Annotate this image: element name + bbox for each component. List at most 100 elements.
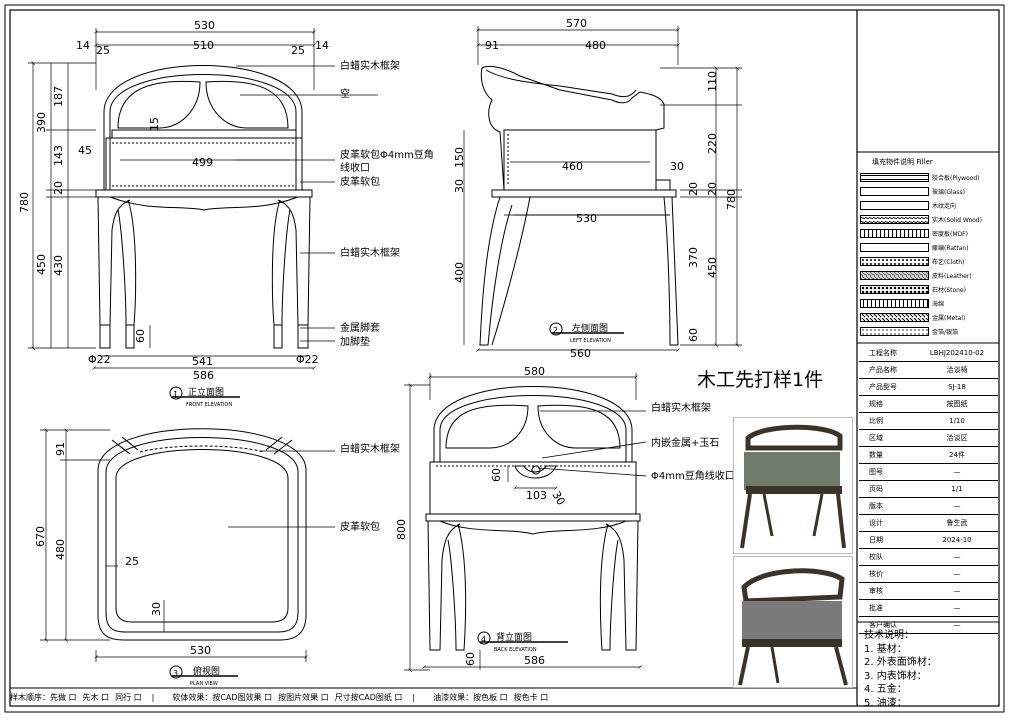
front-elevation [95,65,313,349]
dim: 30 [670,160,684,173]
back-dimensions [404,373,640,670]
plan-dimensions [40,430,306,662]
legend-row: 海绵 [860,296,998,310]
tech-heading: 技术说明： [864,630,914,641]
dim: 20 [52,181,65,195]
tech-line: 5. 油漆： [864,697,907,709]
note-back-inlay: 内嵌金属+玉石 [651,436,719,449]
dim: 103 [526,489,547,502]
dim: 60 [134,329,147,343]
plan-leaders [228,450,335,528]
view-subtitle: PLAN VIEW [190,681,218,687]
info-key: 图号 [869,468,883,476]
dim: 187 [52,86,65,107]
note-foot-pad: 加脚垫 [340,335,370,348]
bottom-option: 尺寸按CAD图纸 口 [334,693,403,702]
back-leaders [537,410,647,477]
plan-notes: 白蜡实木框架 皮革软包 [340,442,400,533]
info-value: SJ-18 [948,383,966,391]
dim: 370 [687,247,700,268]
info-value: 2024-10 [942,536,972,544]
dim-front-height: 780 [18,192,31,213]
view-title: 正立面图 [188,386,224,398]
view-number: 2 [553,326,558,335]
note-frame-leg: 白蜡实木框架 [340,246,400,259]
info-row: 版本— [859,498,998,515]
dim: 480 [54,539,67,560]
dim-back-width: 580 [524,365,545,378]
side-dimensions [463,26,742,350]
dim: 91 [54,442,67,456]
legend-label: 石材(Stone) [932,286,967,294]
info-key: 数量 [869,451,883,459]
legend-label: 密度板(MDF) [932,230,968,238]
legend-row: 石材(Stone) [860,282,998,296]
legend-row: 玻璃(Glass) [860,184,998,198]
legend-row: 金箔/银箔 [860,324,998,338]
legend-row: 皮料(Leather) [860,268,998,282]
legend-row: 藤编(Rattan) [860,240,998,254]
dim-front-width: 530 [194,19,215,32]
legend-row: 布艺(Cloth) [860,254,998,268]
dim: 586 [524,654,545,667]
dim: 25 [96,44,110,57]
info-value: LBHJ202410-02 [929,349,985,357]
note-frame-top: 白蜡实木框架 [340,59,400,72]
back-dim-labels: 580 800 60 103 30 60 586 [395,365,568,667]
dim: 110 [706,71,719,92]
legend-label: 实木(Solid Wood) [932,216,982,224]
tech-line: 2. 外表面饰材： [864,657,937,668]
bottom-options-bar: 样木顺序：先做 口先木 口同行 口|软体效果：按CAD图效果 口按图片效果 口尺… [10,689,847,706]
legend-swatch [860,242,929,252]
legend-label: 玻璃(Glass) [932,188,965,196]
dim: 20 [687,182,700,196]
view-number: 3 [173,669,178,678]
info-value: — [953,604,961,612]
dim: 30 [549,489,567,508]
view-title: 背立面图 [496,631,532,643]
dim: 150 [453,147,466,168]
legend-swatch [860,256,929,266]
dim: 450 [35,254,48,275]
dim: 541 [192,355,213,368]
view-title: 左侧面图 [572,322,608,334]
dim: 480 [585,39,606,52]
chair-photo-2 [733,556,853,688]
note-empty: 空 [340,87,350,100]
legend-swatch [860,298,929,308]
bottom-option: 按图片效果 口 [278,693,329,702]
view-subtitle: FRONT ELEVATION [186,402,232,408]
dim: 143 [52,145,65,166]
legend-swatch [860,200,929,210]
info-value: 洽谈区 [946,434,968,442]
dim: 45 [78,144,92,157]
note-plan-soft: 皮革软包 [340,520,380,533]
dim: 25 [125,555,139,568]
note-plan-frame: 白蜡实木框架 [340,442,400,455]
info-value: 24件 [949,451,965,459]
view-number: 4 [481,635,486,644]
front-dim-labels: 530 14 25 510 25 14 187 390 15 143 45 49… [18,19,329,382]
legend-label: 布艺(Cloth) [932,258,965,266]
bottom-option: 同行 口 [115,693,142,702]
bottom-option: 软体效果：按CAD图效果 口 [172,693,273,702]
info-key: 区域 [869,434,883,442]
dim-plan-width: 530 [190,644,211,657]
info-key: 工程名称 [869,349,897,357]
dim: 60 [490,468,503,482]
legend-row: 密度板(MDF) [860,226,998,240]
info-key: 批准 [869,604,883,612]
info-row: 审核— [859,583,998,600]
legend-row: 实木(Solid Wood) [860,212,998,226]
note-leather-soft: 皮革软包 [340,175,380,188]
legend-swatch [860,186,929,196]
filler-legend: 填充物件说明 Filler 胶合板(Plywood)玻璃(Glass)木纹走向实… [860,157,998,338]
legend-swatch [860,228,929,238]
dim: 510 [193,39,214,52]
dim: 30 [150,602,163,616]
dim: 25 [291,44,305,57]
legend-label: 金箔/银箔 [932,328,959,336]
dim: 14 [315,39,329,52]
